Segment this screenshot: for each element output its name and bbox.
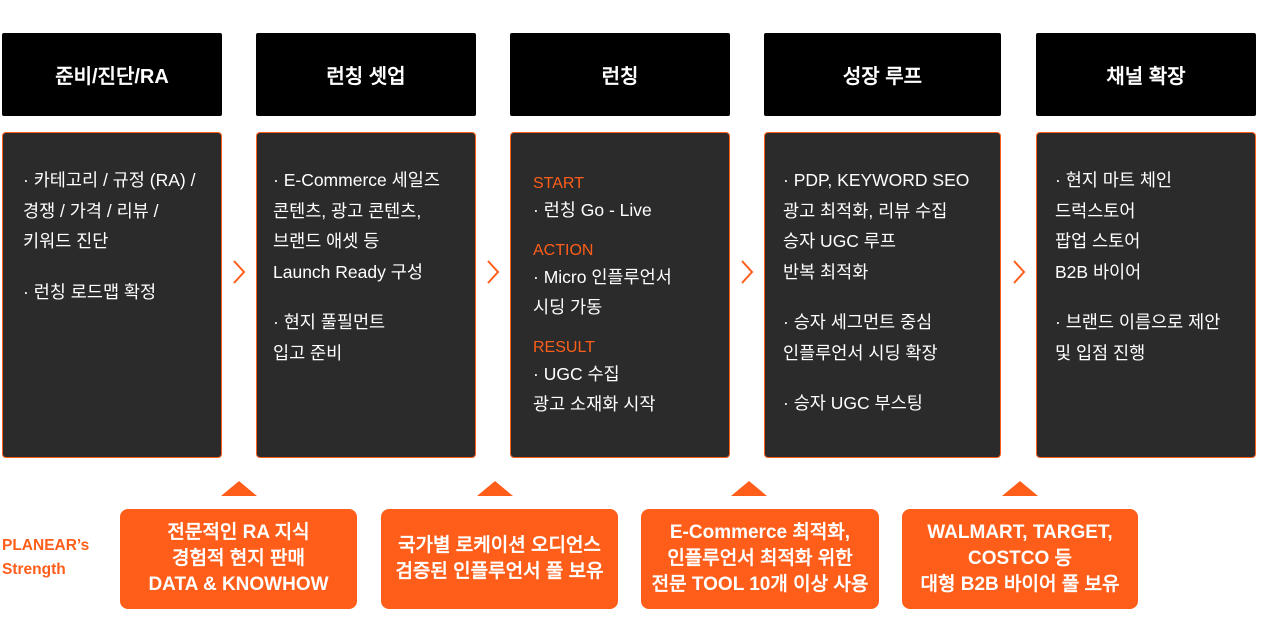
header-step-5: 채널 확장 — [1036, 33, 1256, 116]
chevron-right-icon — [233, 260, 246, 284]
header-step-1: 준비/진단/RA — [2, 33, 222, 116]
card-text: · PDP, KEYWORD SEO 광고 최적화, 리뷰 수집 승자 UGC … — [783, 170, 970, 282]
strength-label: PLANEAR’s Strength — [2, 537, 90, 578]
chevron-right-icon — [741, 260, 754, 284]
card-text: · 승자 세그먼트 중심 인플루언서 시딩 확장 — [783, 312, 938, 363]
card-text: · 브랜드 이름으로 제안 및 입점 진행 — [1055, 312, 1221, 363]
section-label: START — [533, 175, 584, 192]
card-step-5: · 현지 마트 체인 드럭스토어 팝업 스토어 B2B 바이어 · 브랜드 이름… — [1036, 132, 1256, 458]
header-step-3: 런칭 — [510, 33, 730, 116]
triangle-up-icon — [731, 481, 767, 496]
card-step-1: · 카테고리 / 규정 (RA) / 경쟁 / 가격 / 리뷰 / 키워드 진단… — [2, 132, 222, 458]
triangle-up-icon — [1002, 481, 1038, 496]
card-step-4: · PDP, KEYWORD SEO 광고 최적화, 리뷰 수집 승자 UGC … — [764, 132, 1001, 458]
card-text: · E-Commerce 세일즈 콘텐츠, 광고 콘텐츠, 브랜드 애셋 등 L… — [273, 170, 440, 282]
card-text: · 런칭 로드맵 확정 — [23, 281, 157, 302]
strength-box-2: 국가별 로케이션 오디언스 검증된 인플루언서 풀 보유 — [381, 509, 618, 609]
chevron-right-icon — [1013, 260, 1026, 284]
chevron-right-icon — [487, 260, 500, 284]
card-step-2: · E-Commerce 세일즈 콘텐츠, 광고 콘텐츠, 브랜드 애셋 등 L… — [256, 132, 476, 458]
strength-box-1: 전문적인 RA 지식 경험적 현지 판매 DATA & KNOWHOW — [120, 509, 357, 609]
card-text: · 현지 마트 체인 드럭스토어 팝업 스토어 B2B 바이어 — [1055, 170, 1173, 282]
section-label: RESULT — [533, 338, 595, 356]
strength-box-3: E-Commerce 최적화, 인플루언서 최적화 위한 전문 TOOL 10개… — [641, 509, 879, 609]
card-text: · 런칭 Go - Live — [533, 200, 652, 220]
triangle-up-icon — [477, 481, 513, 496]
card-text: · 현지 풀필먼트 입고 준비 — [273, 312, 386, 363]
header-step-2: 런칭 셋업 — [256, 33, 476, 116]
strength-box-4: WALMART, TARGET, COSTCO 등 대형 B2B 바이어 풀 보… — [902, 509, 1138, 609]
section-label: ACTION — [533, 241, 594, 259]
card-text: · Micro 인플루언서 시딩 가동 — [533, 266, 672, 318]
triangle-up-icon — [221, 481, 257, 496]
card-text: · 승자 UGC 부스팅 — [783, 393, 923, 413]
card-text: · 카테고리 / 규정 (RA) / 경쟁 / 가격 / 리뷰 / 키워드 진단 — [23, 170, 196, 251]
header-step-4: 성장 루프 — [764, 33, 1001, 116]
card-text: · UGC 수집 광고 소재화 시작 — [533, 363, 656, 415]
card-step-3: START · 런칭 Go - Live ACTION · Micro 인플루언… — [510, 132, 730, 458]
